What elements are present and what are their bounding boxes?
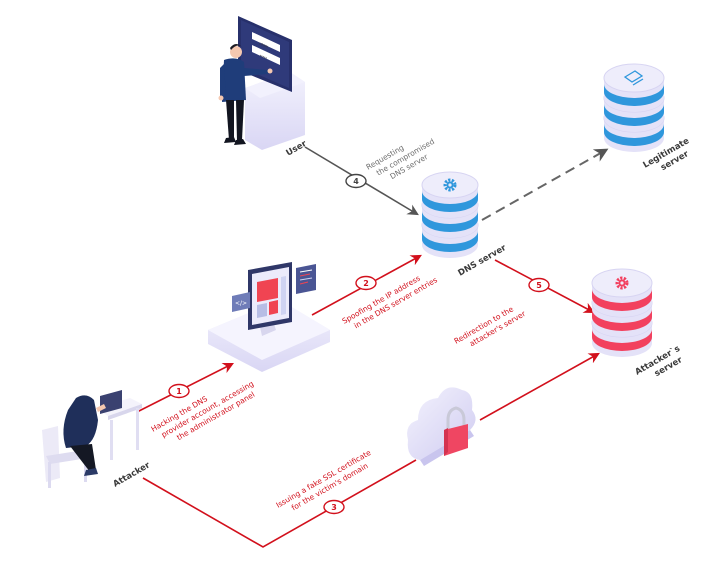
svg-text:5: 5 <box>536 281 542 290</box>
attacker-label: Attacker <box>112 460 153 489</box>
server-stripe <box>604 104 664 126</box>
server-stripe <box>592 309 652 331</box>
svg-text:2: 2 <box>363 279 369 288</box>
padlock-icon <box>444 406 468 456</box>
step-5-description: Redirection to the attacker's server <box>453 304 528 348</box>
step-badge-5: 5 <box>528 277 550 293</box>
user-illustration: LOGIN ***** <box>218 16 305 150</box>
gear-icon <box>443 178 457 192</box>
server-stripe <box>422 191 478 212</box>
login-screen: LOGIN ***** <box>238 16 292 92</box>
connector-dns-to-legitimate <box>481 148 609 221</box>
step-1-description: Hacking the DNS provider account, access… <box>150 379 257 442</box>
server-stripe <box>604 124 664 146</box>
step-badge-2: 2 <box>355 275 377 291</box>
ssl-cloud-lock[interactable] <box>407 387 476 466</box>
attacker-illustration <box>42 390 142 488</box>
server-stripe <box>592 329 652 351</box>
svg-text:1: 1 <box>176 387 182 396</box>
svg-text:</>: </> <box>235 300 247 307</box>
step-2-description: Spoofing the IP address in the DNS serve… <box>341 274 439 331</box>
attackers-server[interactable] <box>591 268 653 357</box>
side-panel-card <box>296 264 316 294</box>
code-card-icon: </> <box>232 292 250 312</box>
server-stripe <box>422 231 478 252</box>
server-stripe <box>592 289 652 311</box>
gear-icon <box>615 276 629 290</box>
user-label: User <box>285 139 310 159</box>
svg-text:3: 3 <box>331 503 337 512</box>
svg-text:*****: ***** <box>259 53 269 61</box>
user-person <box>218 44 273 145</box>
svg-text:Issuing a fake SSL certificate: Issuing a fake SSL certificate <box>275 448 373 510</box>
connector-cloud-to-attacker-server <box>479 352 600 421</box>
dns-server[interactable] <box>421 171 479 258</box>
server-stripe <box>604 84 664 106</box>
admin-panel-illustration[interactable]: </> <box>208 262 330 372</box>
step-badge-4: 4 <box>345 173 367 189</box>
server-stripe <box>422 211 478 232</box>
svg-text:LOGIN: LOGIN <box>259 41 269 48</box>
svg-text:4: 4 <box>353 177 359 186</box>
connector-attacker-to-cloud <box>142 459 417 548</box>
window-icon <box>623 70 644 86</box>
step-badge-3: 3 <box>323 499 345 515</box>
server-top <box>603 63 665 93</box>
step-badge-1: 1 <box>168 383 190 399</box>
legitimate-server[interactable] <box>603 63 665 152</box>
